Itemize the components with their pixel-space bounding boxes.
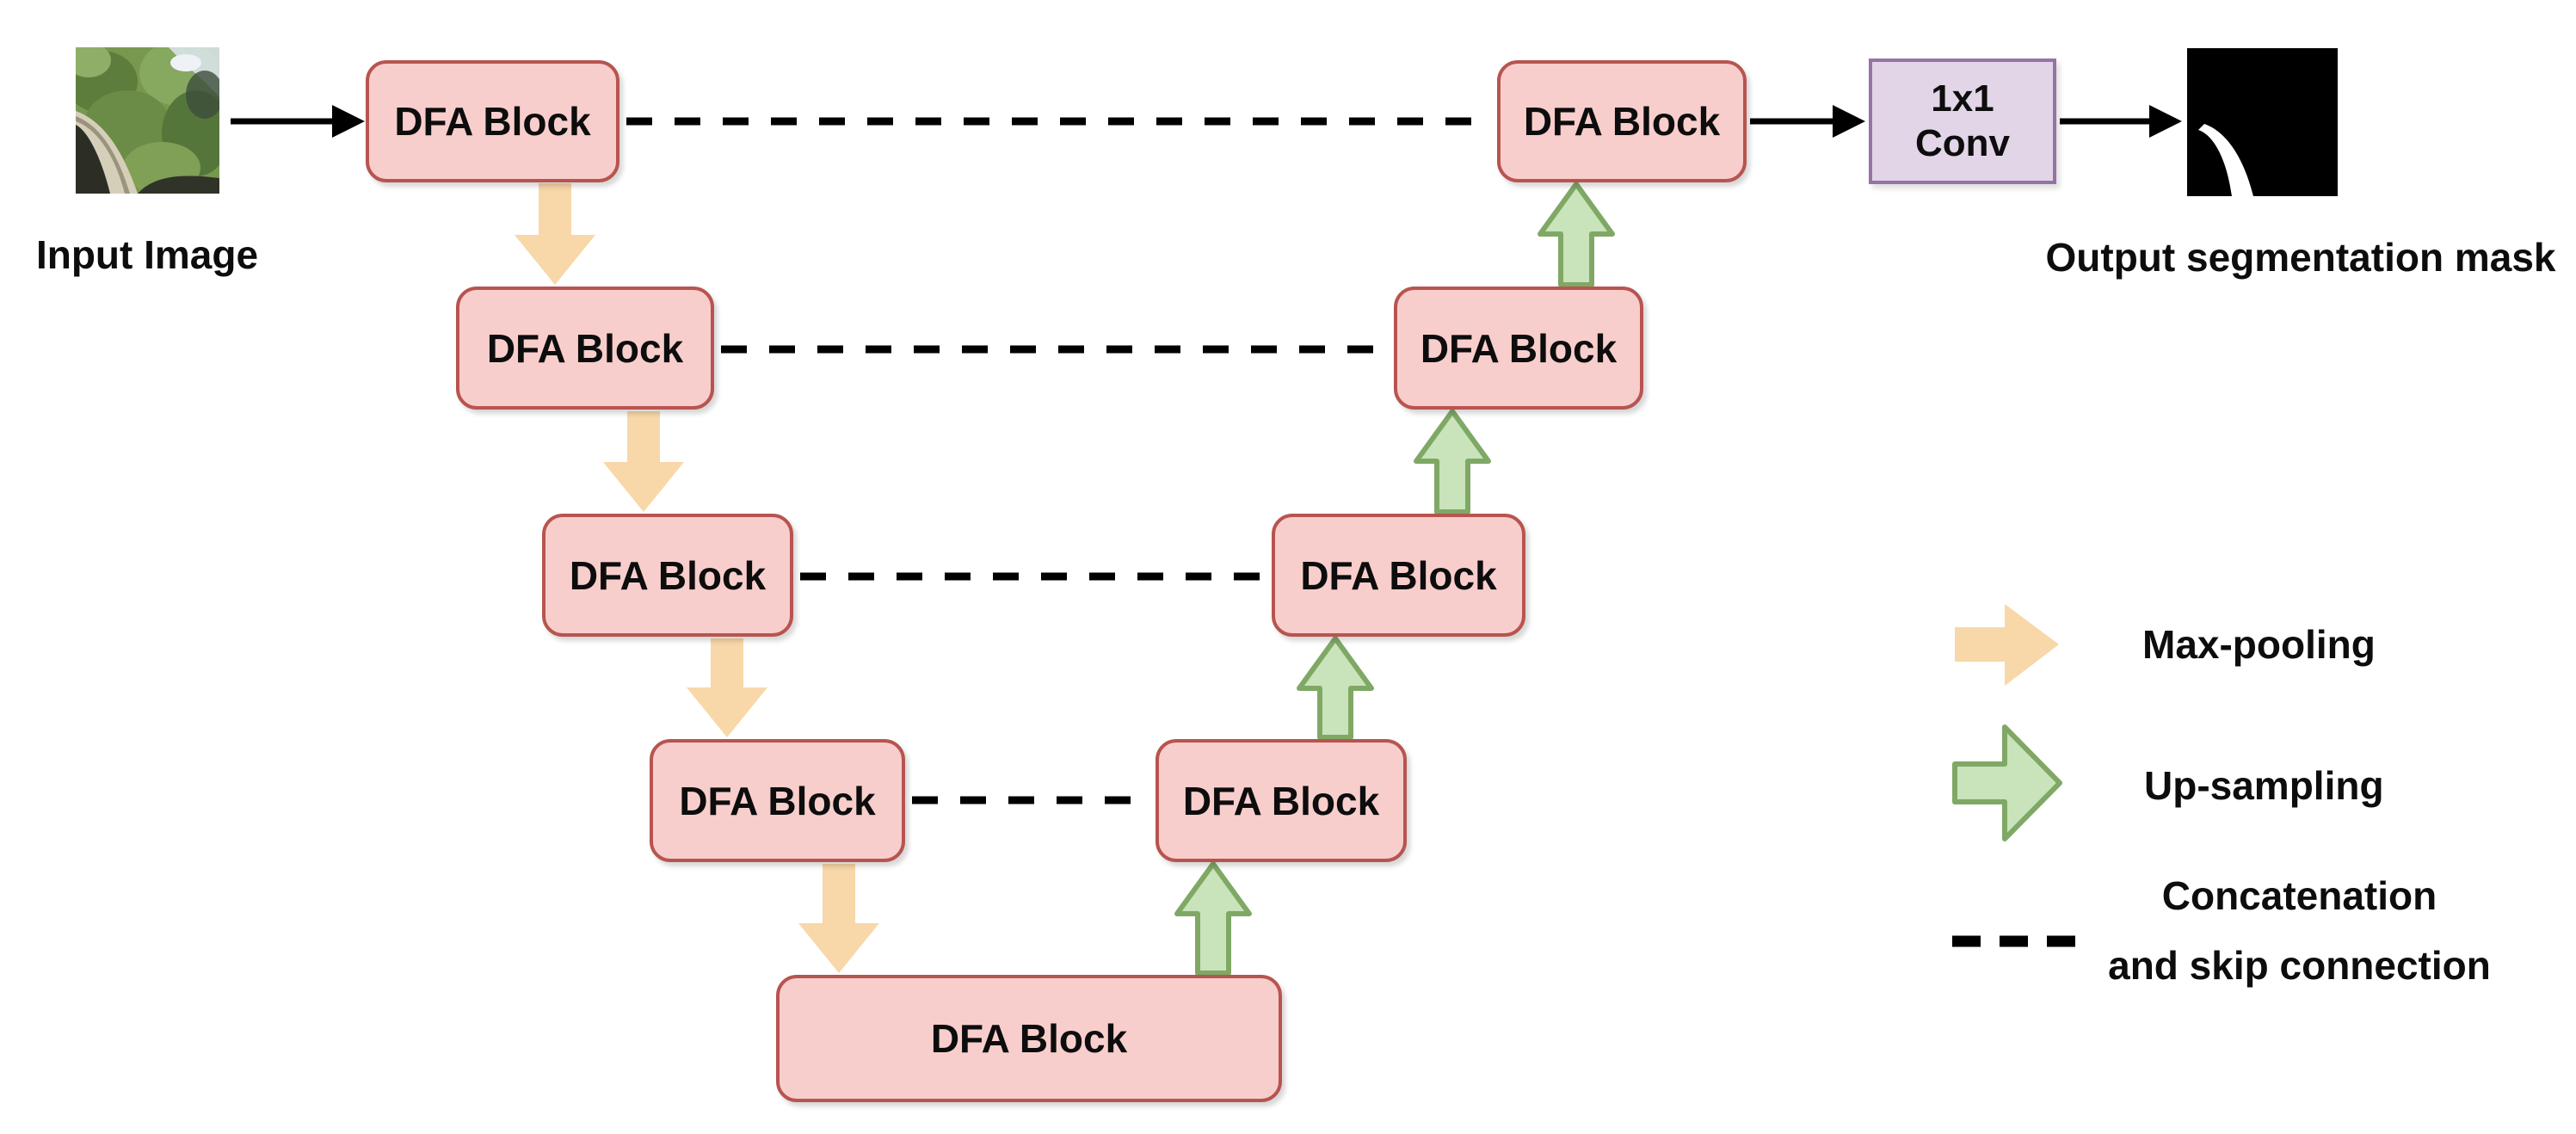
dfa-block-decoder-4: DFA Block [1156,739,1407,862]
legend-skip-connection-label-line2: and skip connection [2108,943,2491,988]
dfa-block-label: DFA Block [679,778,876,823]
legend-max-pooling-label: Max-pooling [2142,622,2376,667]
max-pooling-arrow-2 [603,411,684,512]
conv-to-output-arrow [2060,105,2182,138]
up-sampling-arrow-1 [1174,861,1252,976]
input-to-encoder-arrow [231,105,365,138]
conv-label-line1: 1x1 [1931,77,1994,120]
legend-skip-connection-label-line1: Concatenation [2161,873,2437,918]
legend-up-sampling-label: Up-sampling [2144,763,2384,808]
dfa-block-encoder-3: DFA Block [542,514,793,637]
conv-label-line2: Conv [1915,122,2010,164]
max-pooling-arrow-4 [798,864,879,973]
input-image-caption: Input Image [35,232,259,277]
conv-1x1-block: 1x1 Conv [1869,59,2056,184]
input-image-thumbnail [76,47,219,194]
dfa-block-encoder-4: DFA Block [650,739,905,862]
max-pooling-arrow-3 [687,638,767,737]
dfa-block-bottleneck: DFA Block [776,975,1282,1102]
decoder-to-conv-arrow [1750,105,1865,138]
dfa-block-label: DFA Block [1182,778,1380,823]
dfa-block-decoder-1: DFA Block [1497,60,1747,182]
dfa-block-decoder-3: DFA Block [1272,514,1525,637]
dfa-block-label: DFA Block [1300,552,1497,598]
up-sampling-arrow-4 [1538,182,1615,287]
legend-max-pooling-arrow-icon [1955,604,2059,686]
max-pooling-arrow-1 [515,183,595,285]
dfa-block-decoder-2: DFA Block [1394,287,1643,410]
up-sampling-arrow-3 [1414,409,1491,515]
up-sampling-arrow-2 [1297,636,1374,740]
dfa-block-label: DFA Block [394,99,591,144]
dfa-block-label: DFA Block [930,1016,1128,1061]
dfa-block-label: DFA Block [1420,325,1618,371]
dfa-block-label: DFA Block [486,325,684,371]
output-mask-caption: Output segmentation mask [2045,235,2556,280]
output-mask-image [2187,48,2338,196]
dfa-block-encoder-1: DFA Block [366,60,619,182]
dfa-block-encoder-2: DFA Block [456,287,714,410]
dfa-block-label: DFA Block [1523,99,1721,144]
legend-up-sampling-arrow-icon [1952,724,2062,841]
legend-skip-connection-label: Concatenation and skip connection [2065,861,2534,1001]
dfa-block-label: DFA Block [569,552,767,598]
